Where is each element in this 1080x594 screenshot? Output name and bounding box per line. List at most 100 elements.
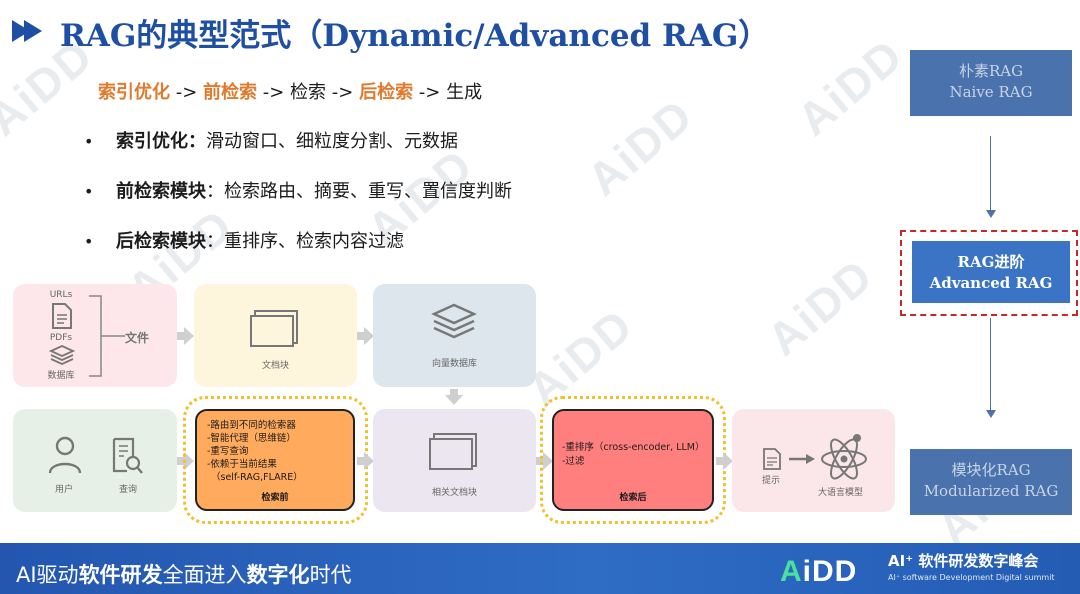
- bullet-text: ：重排序、检索内容过滤: [206, 231, 404, 252]
- bullet-item: • 前检索模块 ：检索路由、摘要、重写、置信度判断: [84, 177, 512, 227]
- paradigm-cn: RAG进阶: [957, 253, 1025, 271]
- atom-icon: [821, 434, 867, 480]
- bullet-item: • 后检索模块 ：重排序、检索内容过滤: [84, 227, 512, 277]
- bullet-key: 索引优化：: [116, 131, 206, 152]
- flow-arrow-stem: [177, 457, 185, 465]
- vector-db-label: 向量数据库: [431, 359, 477, 369]
- paradigm-advanced: RAG进阶 Advanced RAG: [910, 239, 1072, 305]
- footer-slogan: AI驱动软件研发全面进入数字化时代: [16, 559, 352, 589]
- bullet-dot: •: [84, 132, 94, 151]
- related-chunks-label: 相关文档块: [431, 488, 477, 498]
- pdfs-label: PDFs: [49, 333, 73, 343]
- flow-arrow-stem: [716, 457, 724, 465]
- slogan-part: 时代: [309, 563, 352, 587]
- query-doc-icon: [112, 437, 143, 474]
- user-query-box: 用户 查询: [13, 409, 177, 512]
- doc-chunks-label: 文档块: [261, 361, 289, 371]
- pre-retrieval-line: -依赖于当前结果: [207, 459, 277, 470]
- flow-arrow: [184, 452, 194, 470]
- flow-arrow-stem: [177, 332, 185, 340]
- arrow-right-icon: [789, 454, 815, 464]
- bullet-text: ：检索路由、摘要、重写、置信度判断: [206, 181, 512, 202]
- prompt-doc-icon: [763, 448, 781, 470]
- urls-label: URLs: [49, 290, 73, 300]
- bullet-item: • 索引优化： 滑动窗口、细粒度分割、元数据: [84, 127, 512, 177]
- logo-mark: A: [780, 555, 803, 588]
- bullet-key: 后检索模块: [116, 231, 206, 252]
- query-label: 查询: [119, 485, 138, 495]
- paradigm-modular: 模块化RAG Modularized RAG: [910, 449, 1072, 515]
- flow-arrow-stem: [357, 332, 365, 340]
- flow-sep: -> 检索 ->: [257, 82, 360, 103]
- footer-banner: AI驱动软件研发全面进入数字化时代 AiDD AI⁺ 软件研发数字峰会 AI⁺ …: [0, 543, 1080, 594]
- paradigm-en: Advanced RAG: [929, 274, 1053, 292]
- bullet-list: • 索引优化： 滑动窗口、细粒度分割、元数据 • 前检索模块 ：检索路由、摘要、…: [84, 127, 512, 277]
- bracket-icon: [89, 295, 125, 377]
- sources-box: URLs PDFs 数据库 文件: [13, 284, 177, 387]
- related-chunks-box: 相关文档块: [373, 409, 536, 512]
- slogan-part: AI驱动: [16, 563, 79, 587]
- aidd-logo: AiDD: [780, 555, 857, 589]
- summit-subtitle: AI⁺ software Development Digital summit: [888, 573, 1055, 582]
- summit-name: AI⁺ 软件研发数字峰会: [888, 552, 1039, 570]
- flow-arrow: [184, 327, 194, 345]
- title-arrow-icon: [24, 20, 42, 42]
- flow-arrow: [364, 327, 374, 345]
- flow-arrow: [543, 452, 553, 470]
- generation-box: 提示 大语言模型: [732, 409, 895, 512]
- pdf-icon: [52, 303, 72, 329]
- watermark: AiDD: [787, 28, 914, 146]
- llm-label: 大语言模型: [818, 488, 864, 498]
- document-stack-icon: [429, 433, 477, 470]
- flow-sep: -> 生成: [413, 82, 483, 103]
- slogan-bold: 数字化: [246, 563, 310, 587]
- pre-retrieval-line: （self-RAG,FLARE）: [211, 472, 303, 483]
- flow-sep: ->: [170, 82, 204, 103]
- down-arrow-stem: [450, 389, 458, 396]
- slogan-part: 全面进入: [162, 563, 247, 587]
- bullet-dot: •: [84, 182, 94, 201]
- pre-retrieval-line: -智能代理（思维链）: [207, 433, 296, 444]
- vector-db-box: 向量数据库: [373, 284, 536, 387]
- paradigm-naive: 朴素RAG Naive RAG: [910, 50, 1072, 116]
- flow-step: 前检索: [203, 82, 258, 103]
- pre-retrieval-line: -路由到不同的检索器: [207, 420, 296, 431]
- user-icon: [48, 436, 82, 474]
- doc-chunks-box: 文档块: [194, 284, 357, 387]
- layers-icon: [431, 303, 477, 339]
- flow-step: 索引优化: [98, 82, 170, 103]
- paradigm-en: Modularized RAG: [923, 482, 1059, 500]
- flow-arrow: [364, 452, 374, 470]
- advanced-highlight-frame: [900, 230, 1078, 316]
- post-retrieval-box: -重排序（cross-encoder, LLM） -过滤 检索后: [552, 409, 714, 511]
- connector-line: [990, 318, 991, 410]
- logo-text: iDD: [802, 555, 858, 588]
- slogan-bold: 软件研发: [78, 563, 163, 587]
- bullet-text: 滑动窗口、细粒度分割、元数据: [206, 131, 458, 152]
- files-label: 文件: [125, 331, 150, 345]
- down-arrow: [445, 395, 463, 405]
- flow-step: 后检索: [359, 82, 414, 103]
- watermark: AiDD: [577, 88, 704, 206]
- post-retrieval-tag: 检索后: [619, 493, 647, 503]
- paradigm-cn: 朴素RAG: [958, 62, 1024, 80]
- pre-retrieval-tag: 检索前: [261, 493, 289, 503]
- flow-arrow: [723, 452, 733, 470]
- connector-line: [990, 136, 991, 210]
- bullet-dot: •: [84, 232, 94, 251]
- pre-retrieval-line: -重写查询: [207, 446, 249, 457]
- db-label: 数据库: [47, 371, 75, 381]
- page-title: RAG的典型范式（Dynamic/Advanced RAG）: [60, 18, 770, 54]
- bullet-key: 前检索模块: [116, 181, 206, 202]
- connector-arrowhead: [986, 210, 996, 218]
- document-stack-icon: [250, 310, 298, 347]
- post-retrieval-line: -重排序（cross-encoder, LLM）: [562, 442, 705, 453]
- user-label: 用户: [55, 485, 74, 495]
- post-retrieval-line: -过滤: [562, 456, 585, 467]
- layers-icon: [49, 345, 75, 365]
- paradigm-en: Naive RAG: [949, 83, 1033, 101]
- connector-arrowhead: [986, 410, 996, 418]
- prompt-label: 提示: [762, 476, 781, 486]
- paradigm-cn: 模块化RAG: [951, 461, 1031, 479]
- watermark: AiDD: [757, 248, 884, 366]
